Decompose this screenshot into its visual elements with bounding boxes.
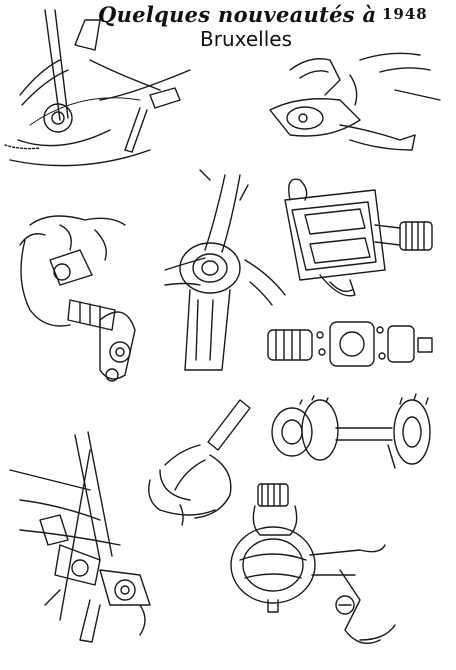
pedal-spindle-parts-illustration [267,321,433,367]
pedal-illustration [284,178,433,297]
hub-illustration [271,393,431,469]
derailleur-cable-mechanism-illustration [9,431,151,643]
brake-lever-illustration [148,399,251,526]
dynamo-lamp-illustration [230,483,396,644]
crank-axle-detail-illustration [164,169,286,371]
page-title: Quelques nouveautés à [98,2,377,27]
shifter-clamp-illustration [269,52,441,151]
derailleur-rear-illustration [19,215,136,382]
page-subtitle: Bruxelles [200,27,292,51]
gear-lever-on-frame-illustration [4,9,191,167]
year-label: 1948 [382,5,428,23]
